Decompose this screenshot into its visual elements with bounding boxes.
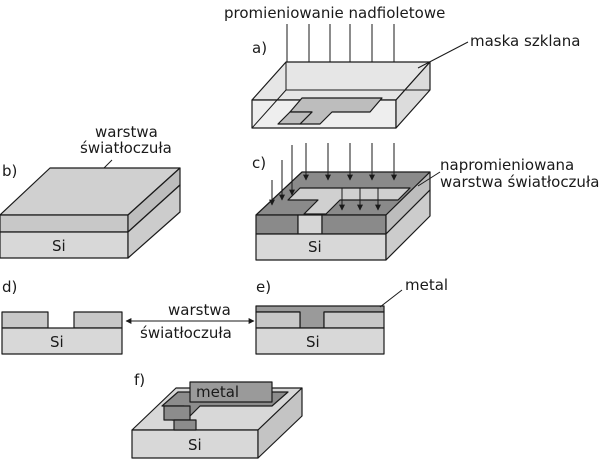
step-d-developed: d) Si: [1, 278, 123, 355]
step-d-label: d): [2, 278, 17, 296]
step-f-final: f) metal Si: [131, 371, 303, 459]
irradiated-line2: warstwa światłoczuła: [440, 173, 599, 191]
si-b: Si: [52, 237, 66, 255]
step-c-exposure: c) Si napromieniowana wars: [252, 143, 599, 261]
metal-f-label: metal: [196, 383, 239, 401]
step-c-label: c): [252, 154, 266, 172]
step-a-label: a): [252, 39, 267, 57]
resist-de-callout: warstwa światłoczuła: [125, 301, 255, 342]
step-e-label: e): [256, 278, 271, 296]
irradiated-line1: napromieniowana: [440, 156, 574, 174]
step-b-resist: b) warstwa światłoczuła Si: [0, 123, 181, 259]
step-b-label: b): [2, 162, 17, 180]
si-f: Si: [188, 436, 202, 454]
si-d: Si: [50, 333, 64, 351]
si-e: Si: [306, 333, 320, 351]
resist-de-line2: światłoczuła: [140, 324, 232, 342]
step-e-metal: e) Si metal: [255, 276, 448, 355]
resist-b-line1: warstwa: [95, 123, 158, 141]
uv-arrows-c: [269, 143, 397, 211]
resist-de-line1: warstwa: [168, 301, 231, 319]
step-a-mask: a) maska szklana: [251, 24, 580, 129]
uv-label: promieniowanie nadfioletowe: [224, 4, 445, 22]
metal-e-label: metal: [405, 276, 448, 294]
resist-b-line2: światłoczuła: [80, 139, 172, 157]
si-c: Si: [308, 238, 322, 256]
mask-label: maska szklana: [470, 32, 580, 50]
step-f-label: f): [134, 371, 145, 389]
